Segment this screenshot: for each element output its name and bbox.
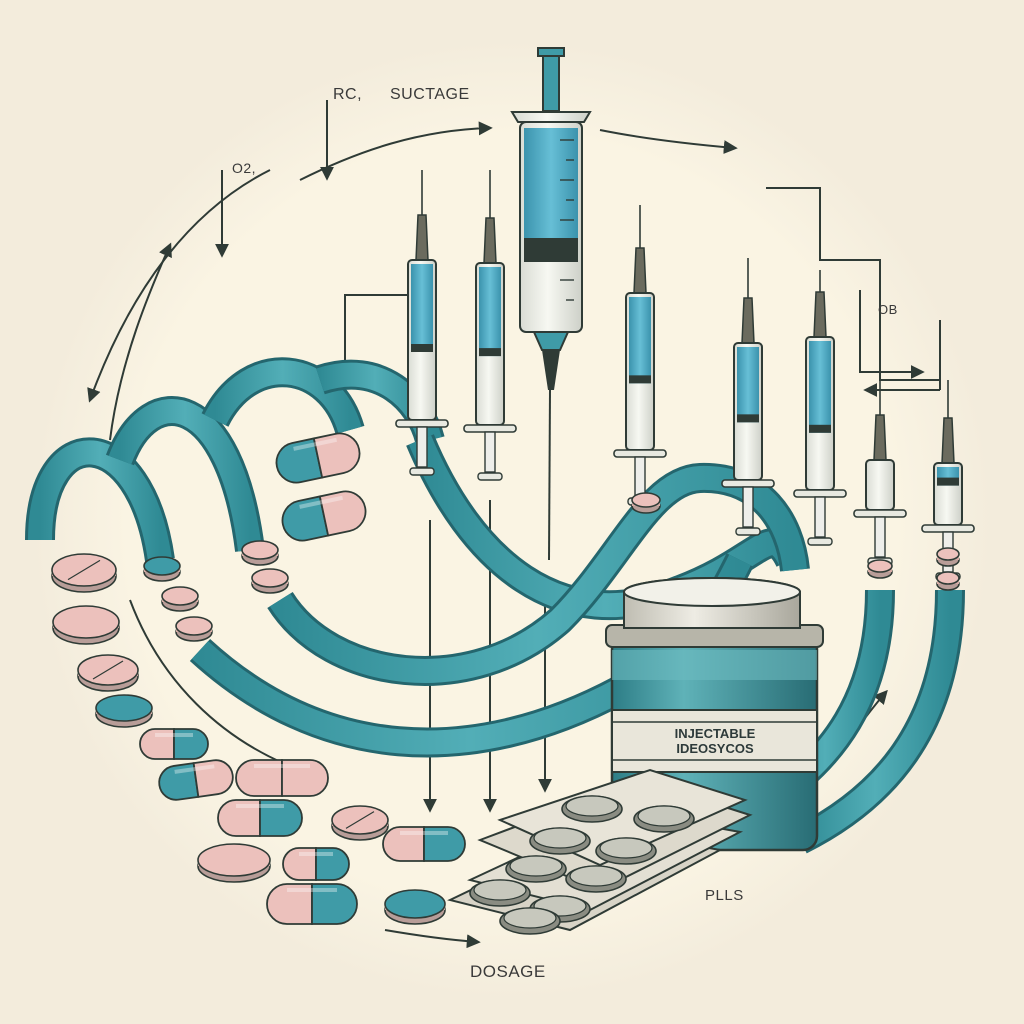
helix-ribbon [25, 357, 965, 854]
loose-pills [51, 432, 960, 925]
capsule [158, 759, 234, 801]
syringe [793, 270, 847, 546]
capsule [282, 847, 350, 881]
label-top-left: RC, [333, 86, 363, 103]
capsule [217, 799, 303, 837]
label-dosage: DOSAGE [470, 962, 546, 981]
label-right-small: OB [878, 302, 898, 317]
capsule [382, 826, 466, 862]
label-left-small: O2, [232, 160, 257, 176]
capsule [139, 728, 209, 760]
label-pills: PLLS [705, 887, 744, 904]
medicine-jar [605, 577, 824, 852]
syringe [395, 170, 449, 476]
syringe [921, 380, 975, 581]
syringe [853, 380, 907, 566]
capsule [266, 883, 358, 925]
blister-pills [469, 795, 695, 935]
large-syringe [510, 47, 592, 561]
capsule [281, 490, 367, 542]
syringe [613, 205, 667, 506]
jar-label-line-1: INJECTABLE [674, 726, 756, 741]
capsule [235, 759, 329, 797]
capsule [275, 432, 361, 484]
jar-label-line-2: IDEOSYCOS [676, 741, 754, 756]
small-syringes [395, 170, 975, 581]
syringe [463, 170, 517, 481]
background-halo [32, 40, 992, 1000]
syringe [721, 258, 775, 536]
label-top-right: SUCTAGE [390, 86, 470, 103]
